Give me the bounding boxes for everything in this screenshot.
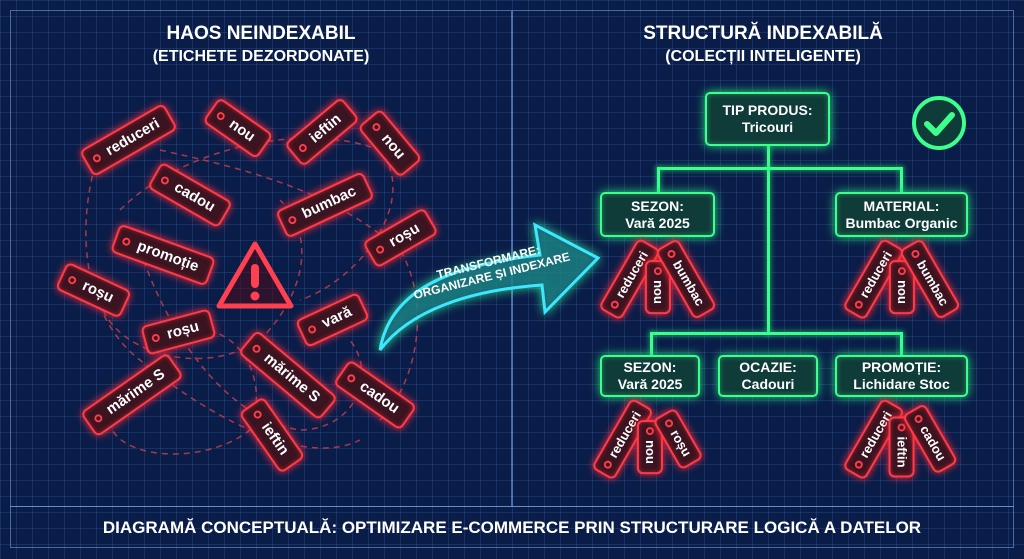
tag-hole-icon [287, 214, 298, 226]
node-label: SEZON: [631, 197, 684, 214]
tag-hole-icon [159, 174, 171, 186]
tag-hole-icon [909, 248, 921, 260]
tag-label: nou [225, 115, 259, 146]
tag-hole-icon [663, 417, 675, 429]
tag-hole-icon [306, 324, 317, 335]
tag-label: nou [894, 280, 910, 304]
tag-hole-icon [66, 274, 77, 286]
tag-hole-icon [215, 110, 227, 122]
tree-connector [900, 332, 903, 356]
tag-label: vară [318, 303, 354, 332]
warning-icon [216, 241, 294, 309]
collection-node: OCAZIE:Cadouri [718, 355, 818, 397]
tag-hole-icon [665, 248, 677, 260]
node-value: Bumbac Organic [845, 214, 958, 231]
tag-hole-icon [121, 236, 132, 247]
tag-label: nou [642, 440, 658, 464]
tag-hole-icon [601, 459, 613, 471]
node-label: SEZON: [623, 359, 677, 375]
tree-connector [650, 332, 653, 356]
left-subtitle: (ETICHETE DEZORDONATE) [152, 48, 370, 65]
node-value: Lichidare Stoc [853, 376, 950, 392]
left-title: HAOS NEINDEXABIL (ETICHETE DEZORDONATE) [10, 22, 512, 68]
right-subtitle: (COLECȚII INTELIGENTE) [665, 48, 861, 65]
node-label: PROMOȚIE: [861, 359, 942, 375]
right-title: STRUCTURĂ INDEXABILĂ (COLECȚII INTELIGEN… [512, 22, 1014, 68]
footer-caption: DIAGRAMĂ CONCEPTUALĂ: OPTIMIZARE E-COMME… [10, 506, 1014, 548]
tree-connector [657, 167, 902, 170]
tag-hole-icon [297, 142, 309, 154]
node-label: OCAZIE: [739, 359, 797, 375]
tag-label: nou [650, 280, 666, 304]
tag-hole-icon [150, 333, 161, 343]
tag-hole-icon [645, 427, 654, 436]
collection-node: MATERIAL:Bumbac Organic [835, 192, 968, 237]
tag-hole-icon [853, 299, 865, 311]
node-label: MATERIAL: [863, 197, 940, 214]
collection-node: PROMOȚIE:Lichidare Stoc [835, 355, 968, 397]
tag-hole-icon [912, 413, 924, 425]
tag-hole-icon [853, 459, 865, 471]
tag-hole-icon [345, 372, 357, 384]
tag-hole-icon [370, 121, 383, 133]
tree-connector [900, 167, 903, 193]
left-title-text: HAOS NEINDEXABIL [166, 23, 356, 44]
node-value: Tricouri [741, 119, 794, 135]
tag-label: roșu [164, 317, 201, 343]
tag-label: ieftin [894, 436, 910, 468]
tree-connector [767, 145, 770, 335]
tag-hole-icon [252, 409, 264, 421]
tag-hole-icon [92, 412, 104, 424]
node-value: Vară 2025 [617, 376, 683, 392]
tree-connector [650, 332, 902, 335]
tag-hole-icon [653, 267, 662, 276]
tag-hole-icon [897, 267, 906, 276]
tag-hole-icon [897, 423, 906, 432]
tag-label: roșu [79, 277, 116, 307]
tag-hole-icon [250, 343, 263, 355]
right-title-text: STRUCTURĂ INDEXABILĂ [643, 23, 883, 44]
tree-connector [657, 167, 660, 193]
node-label: TIP PRODUS: [722, 102, 813, 118]
node-value: Cadouri [741, 376, 795, 392]
collection-node: SEZON:Vară 2025 [600, 355, 700, 397]
root-node: TIP PRODUS: Tricouri [705, 92, 830, 146]
tag-hole-icon [609, 299, 621, 311]
transform-arrow [378, 222, 601, 351]
collection-node: SEZON:Vară 2025 [600, 192, 715, 237]
tag-hole-icon [90, 152, 102, 164]
node-value: Vară 2025 [625, 214, 690, 231]
checkmark-icon [912, 96, 966, 150]
